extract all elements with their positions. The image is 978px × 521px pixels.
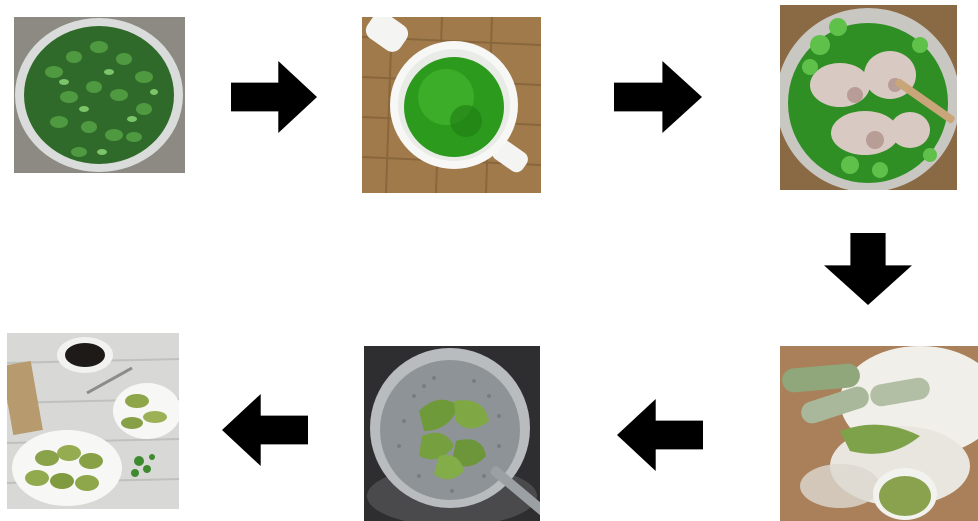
- arrow-left-2: [222, 394, 308, 466]
- arrow-left-icon: [617, 399, 703, 471]
- step-2-green-juice-photo: [362, 17, 541, 193]
- washed-greens-in-bowl-icon: [14, 17, 185, 173]
- arrow-left-icon: [222, 394, 308, 466]
- step-5-steaming-dumplings-photo: [364, 346, 540, 521]
- served-green-dumplings-icon: [7, 333, 179, 509]
- arrow-right-icon: [231, 61, 317, 133]
- step-3-mixing-flour-photo: [780, 5, 957, 190]
- step-6-served-dumplings-photo: [7, 333, 179, 509]
- arrow-down: [824, 233, 912, 305]
- arrow-down-icon: [824, 233, 912, 305]
- arrow-right-1: [231, 61, 317, 133]
- kneaded-green-dough-icon: [780, 346, 978, 521]
- arrow-right-icon: [614, 61, 702, 133]
- juice-mixed-with-flour-icon: [780, 5, 957, 190]
- dumplings-in-steamer-strainer-icon: [364, 346, 540, 521]
- step-1-washed-greens-photo: [14, 17, 185, 173]
- arrow-left-1: [617, 399, 703, 471]
- step-4-green-dough-photo: [780, 346, 978, 521]
- arrow-right-2: [614, 61, 702, 133]
- blended-green-juice-cup-icon: [362, 17, 541, 193]
